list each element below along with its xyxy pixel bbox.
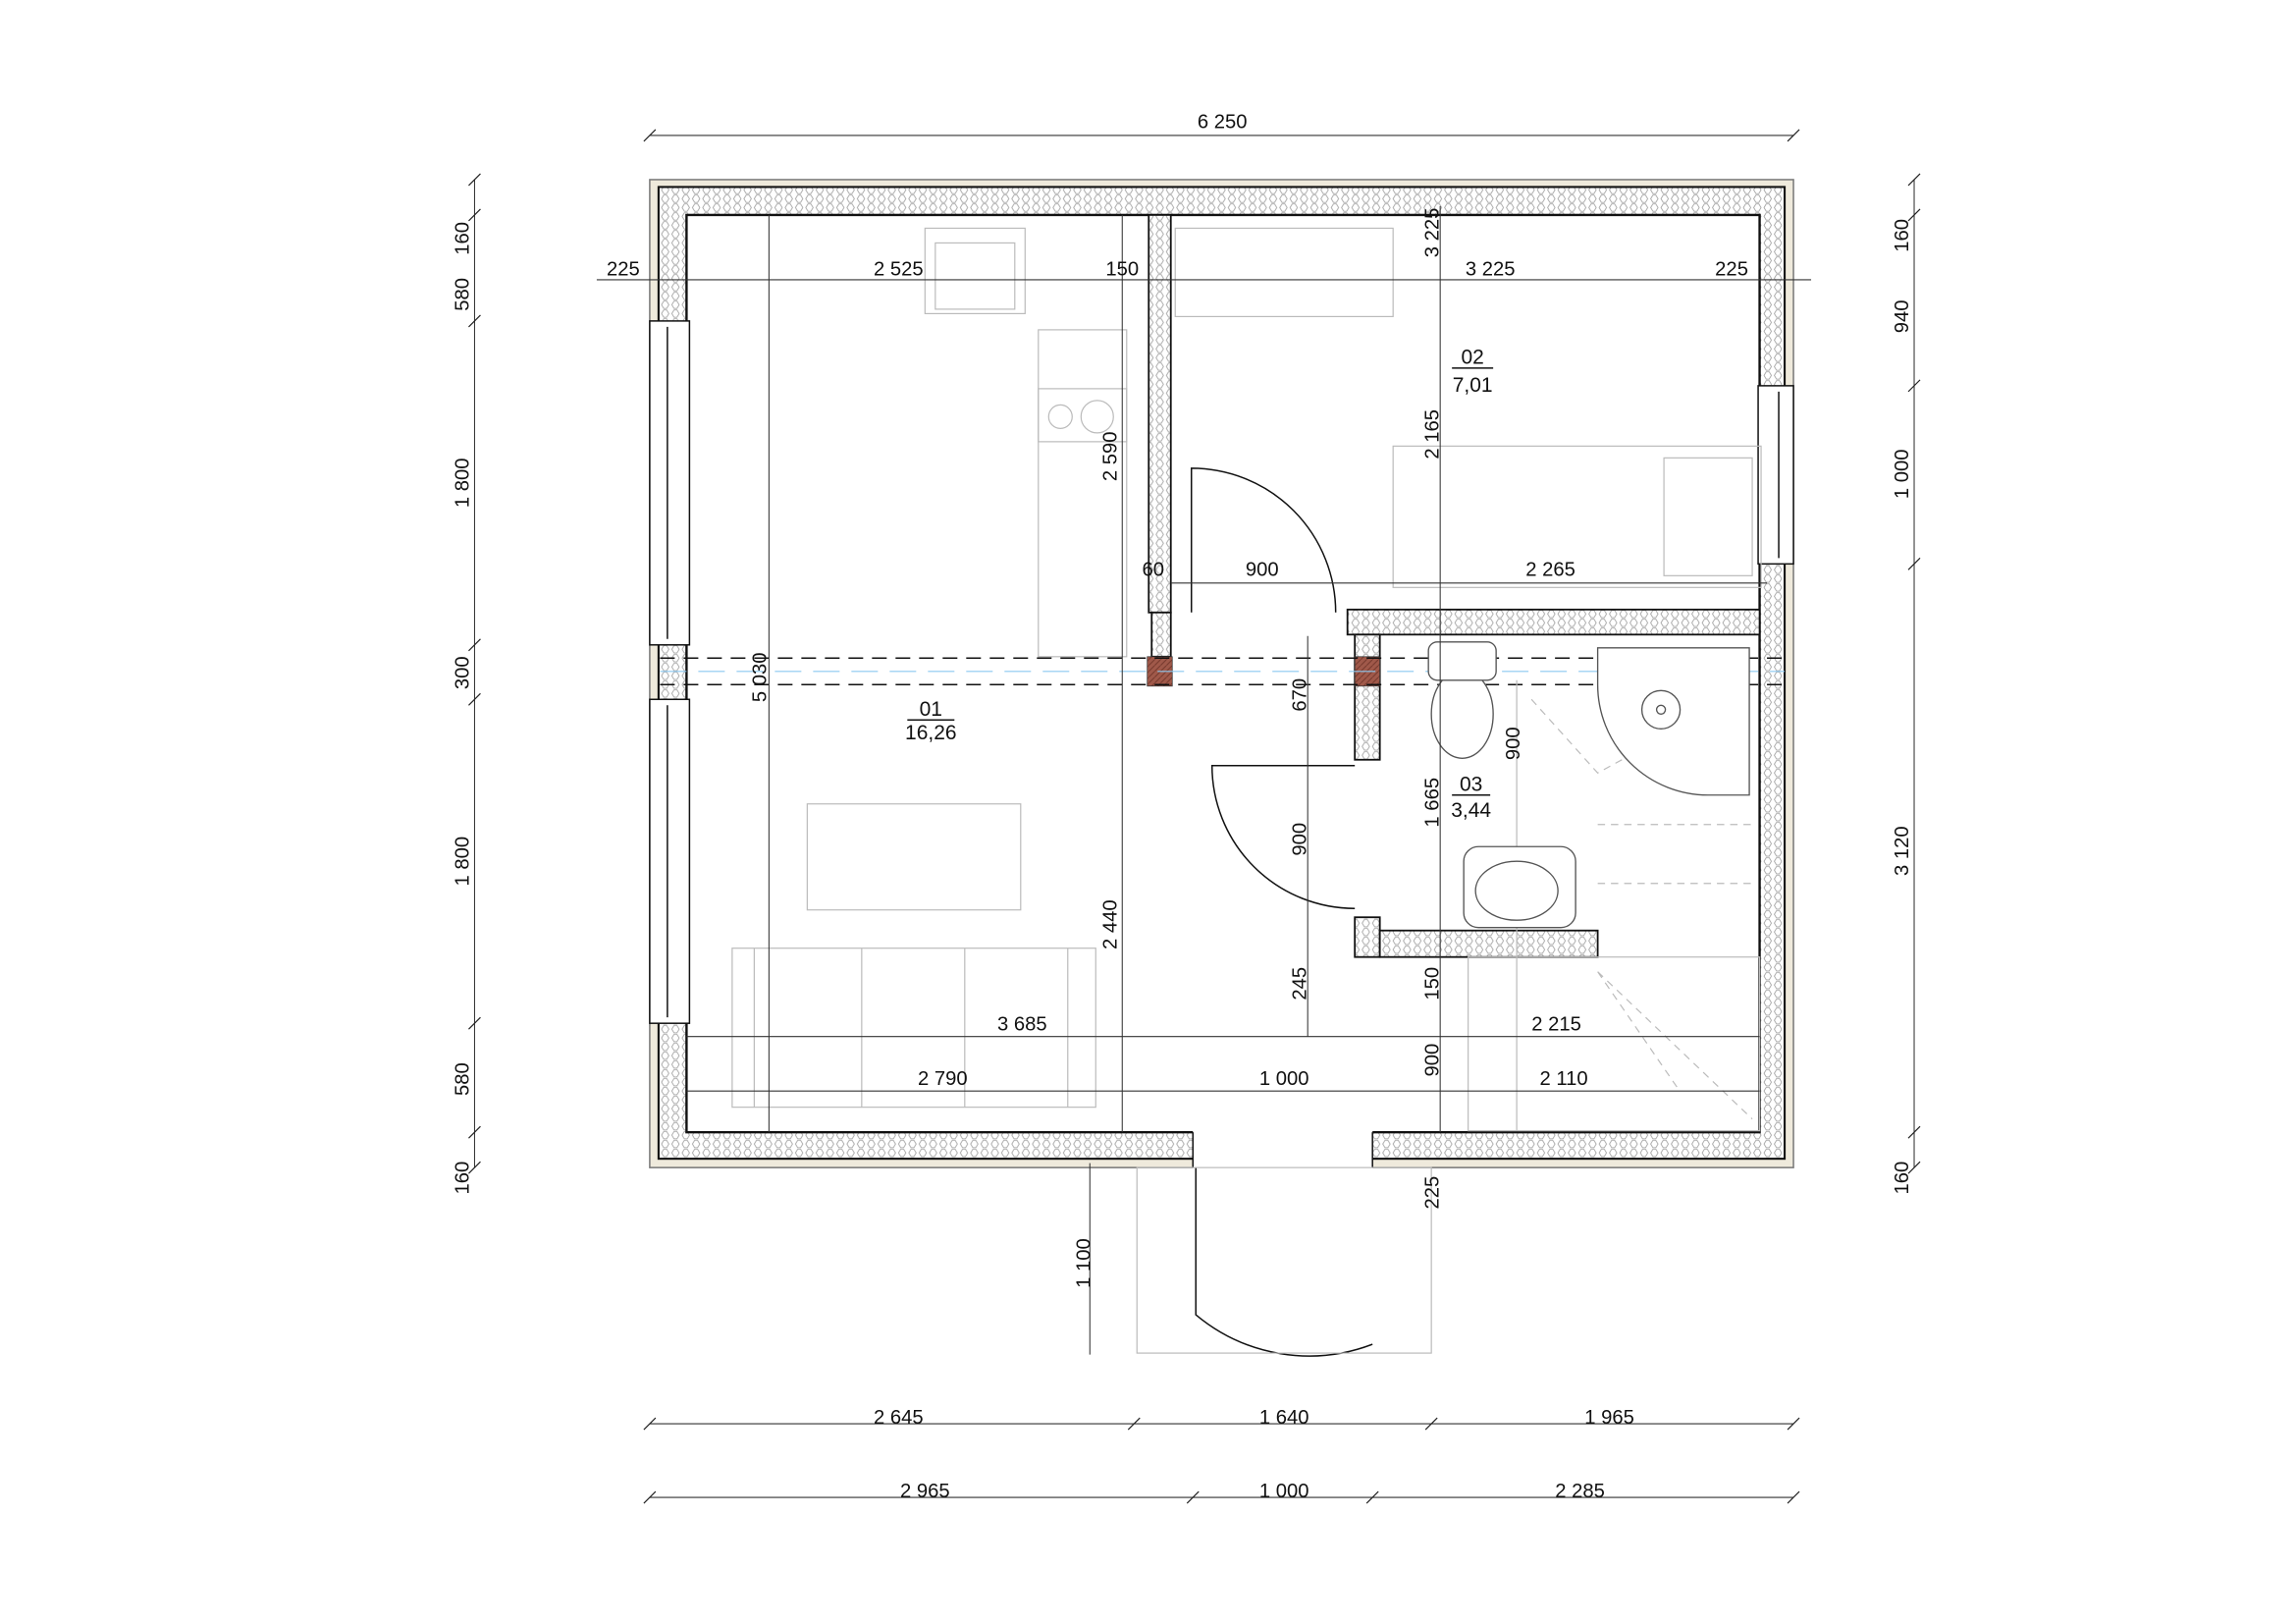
dim-text: 1 000	[1259, 1068, 1309, 1090]
dim-text: 160	[1892, 1162, 1913, 1195]
room-number: 01	[920, 698, 942, 721]
window-left-lower	[649, 698, 691, 1024]
dim-text: 900	[1290, 823, 1311, 856]
dimension-lines	[468, 129, 1921, 1504]
dim-text: 160	[1892, 219, 1913, 252]
room-label-01: 01 16,26	[905, 698, 957, 744]
dim-text: 2 645	[874, 1407, 924, 1429]
dim-text: 2 285	[1555, 1481, 1605, 1502]
dim-text: 3 225	[1466, 258, 1516, 280]
dim-text: 940	[1892, 300, 1913, 334]
dim-text: 225	[1422, 1176, 1444, 1210]
dim-text: 160	[452, 222, 473, 255]
door-entrance	[1195, 1167, 1373, 1357]
dim-text: 245	[1290, 967, 1311, 1001]
dim-text: 2 215	[1531, 1014, 1581, 1036]
dim-text: 1 640	[1259, 1407, 1309, 1429]
doors	[1136, 467, 1432, 1357]
dim-text: 300	[452, 656, 473, 689]
dim-text: 900	[1422, 1044, 1444, 1077]
dim-text: 3 685	[997, 1014, 1047, 1036]
dim-text: 225	[1715, 258, 1748, 280]
dim-text: 3 225	[1422, 208, 1444, 258]
interior-walls	[1147, 214, 1761, 958]
dim-text: 2 525	[874, 258, 924, 280]
dim-text: 2 165	[1422, 409, 1444, 460]
dim-text: 160	[452, 1162, 473, 1195]
dim-text: 60	[1142, 559, 1164, 580]
dim-text: 2 265	[1525, 559, 1575, 580]
dim-text: 1 965	[1584, 1407, 1634, 1429]
furniture	[731, 227, 1762, 1132]
room-label-02: 02 7,01	[1452, 346, 1494, 397]
dim-text: 2 110	[1540, 1068, 1588, 1090]
dim-text: 2 590	[1099, 432, 1121, 482]
dim-text: 1 000	[1892, 450, 1913, 500]
dim-top-total: 6 250	[1198, 111, 1248, 133]
dim-text: 1 800	[452, 837, 473, 887]
window-right	[1757, 385, 1794, 566]
door-bathroom	[1210, 765, 1356, 909]
dim-text: 2 440	[1099, 899, 1121, 949]
room-area: 3,44	[1451, 799, 1491, 822]
dim-text: 670	[1290, 678, 1311, 712]
room-label-03: 03 3,44	[1451, 773, 1491, 822]
dimension-texts: 6 250 225 2 525 150 3 225 225 60 900 2 2…	[452, 111, 1913, 1502]
room-number: 03	[1460, 773, 1482, 795]
dim-text: 225	[607, 258, 640, 280]
bathroom-fixtures	[1427, 641, 1750, 929]
dim-text: 2 965	[900, 1481, 950, 1502]
dim-text: 150	[1422, 967, 1444, 1001]
dim-text: 580	[452, 278, 473, 311]
outer-walls	[649, 179, 1794, 1169]
dim-text: 5 030	[749, 652, 771, 702]
dim-text: 900	[1503, 727, 1524, 760]
dim-text: 2 790	[918, 1068, 968, 1090]
porch	[1136, 1166, 1432, 1354]
dim-text: 580	[452, 1062, 473, 1096]
door-room-02	[1190, 467, 1337, 613]
room-area: 7,01	[1453, 374, 1493, 397]
dim-text: 1 100	[1073, 1238, 1095, 1288]
dim-text: 1 800	[452, 459, 473, 509]
dim-text: 900	[1246, 559, 1279, 580]
dim-text: 1 000	[1259, 1481, 1309, 1502]
windows	[649, 320, 1794, 1024]
dim-text: 1 665	[1422, 778, 1444, 828]
dim-text: 150	[1105, 258, 1139, 280]
room-area: 16,26	[905, 722, 957, 744]
room-number: 02	[1461, 346, 1483, 368]
dim-text: 3 120	[1892, 826, 1913, 876]
window-left-upper	[649, 320, 691, 646]
